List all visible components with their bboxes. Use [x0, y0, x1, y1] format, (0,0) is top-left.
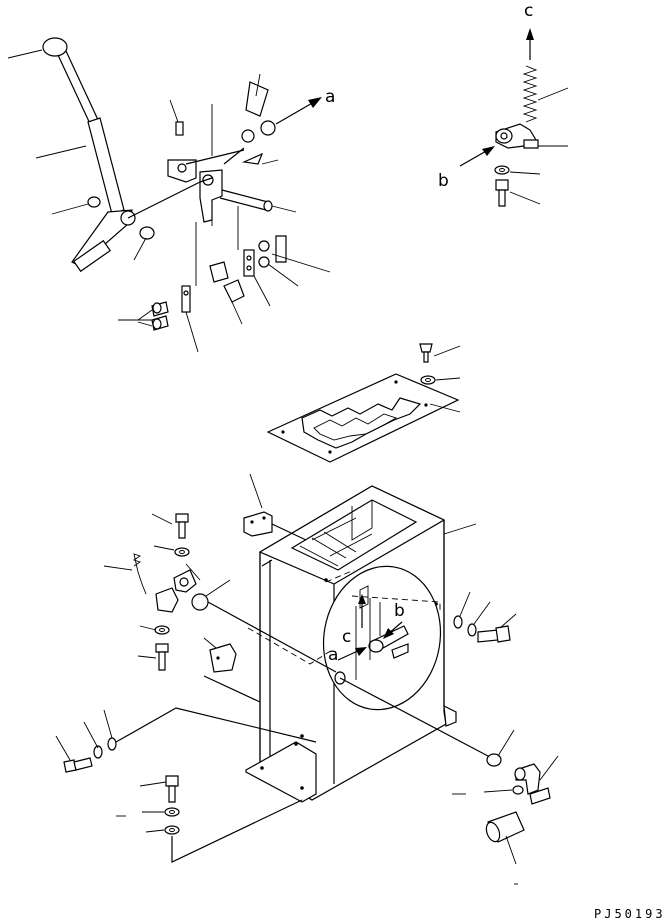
lever-knob [42, 37, 68, 57]
label-a-detail: a [328, 645, 338, 665]
gate-plate [266, 343, 461, 463]
top-bracket [243, 473, 307, 541]
detector-detail [459, 28, 569, 207]
linkage-parts [151, 200, 287, 331]
drawing-code: PJ50193 [594, 907, 666, 921]
label-b-top: b [438, 171, 449, 191]
collar [139, 226, 155, 240]
label-c-top: c [524, 1, 533, 21]
lever-rod [57, 50, 100, 129]
console-box [245, 485, 477, 803]
rod [219, 189, 273, 212]
lever-boot [87, 117, 125, 215]
shift-bracket [167, 149, 245, 223]
bushing [87, 196, 101, 208]
leader-lines-upper-left [7, 49, 331, 353]
pin [175, 121, 184, 136]
lever-plate [72, 239, 112, 273]
cross-shaft [127, 181, 201, 219]
label-a-top: a [325, 87, 335, 107]
link-rod [207, 601, 337, 673]
spring [522, 65, 538, 123]
bottom-right-parts [339, 591, 559, 885]
hidden-link [247, 627, 333, 665]
washer [494, 165, 510, 175]
upper-shaft-parts [223, 81, 276, 165]
left-side-parts [103, 513, 261, 703]
bolt [495, 179, 509, 207]
bottom-left-fasteners [55, 707, 317, 863]
arrow-a-top [275, 97, 322, 125]
shift-lever-assembly [42, 37, 201, 273]
label-c-detail: c [342, 627, 351, 647]
label-b-detail: b [394, 601, 405, 621]
